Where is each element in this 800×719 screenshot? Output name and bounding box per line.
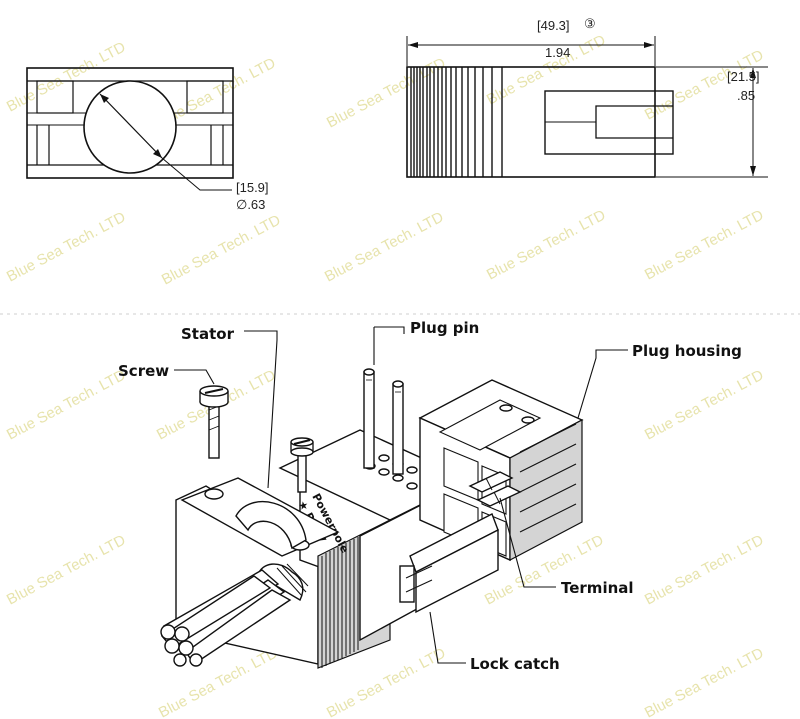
label-stator: Stator: [181, 325, 235, 343]
label-terminal: Terminal: [561, 579, 634, 597]
watermark-text: Blue Sea Tech. LTD: [4, 208, 129, 285]
diameter-value-text: ∅.63: [236, 197, 265, 212]
watermark-text: Blue Sea Tech. LTD: [642, 531, 767, 608]
stator-screw: [290, 437, 314, 493]
side-view: [49.3] ③ 1.94 [21.5] .85: [406, 16, 768, 178]
end-view: [15.9] ∅.63: [26, 67, 269, 212]
watermark-text: Blue Sea Tech. LTD: [642, 366, 767, 443]
label-leaders: [174, 326, 628, 664]
stator-clamp: [180, 477, 340, 557]
watermark-text: Blue Sea Tech. LTD: [322, 208, 447, 285]
plug-pins: [363, 368, 404, 475]
diameter-line: [99, 93, 163, 159]
side-view-outline: [406, 66, 656, 178]
watermark-text: Blue Sea Tech. LTD: [159, 211, 284, 288]
width-value-text: 1.94: [545, 45, 570, 60]
width-bracket-text: [49.3]: [537, 18, 570, 33]
label-screw: Screw: [118, 362, 169, 380]
assembly-illustration: Powerpole ★ RI@V: [118, 319, 742, 673]
watermark-text: Blue Sea Tech. LTD: [642, 46, 767, 123]
watermark-text: Blue Sea Tech. LTD: [484, 206, 609, 283]
bore-circle: [83, 80, 177, 174]
end-view-outline: [26, 67, 234, 179]
label-plug-pin: Plug pin: [410, 319, 479, 337]
side-view-fins: [410, 67, 503, 177]
label-plug-housing: Plug housing: [632, 342, 742, 360]
cable-bundle: [160, 563, 309, 667]
watermark-text: Blue Sea Tech. LTD: [4, 531, 129, 608]
loose-screw: [199, 385, 229, 459]
watermark-text: Blue Sea Tech. LTD: [642, 644, 767, 719]
height-value-text: .85: [737, 88, 755, 103]
lock-catch: [399, 513, 499, 614]
height-bracket-text: [21.5]: [727, 69, 760, 84]
watermark-text: Blue Sea Tech. LTD: [4, 366, 129, 443]
diameter-bracket-text: [15.9]: [236, 180, 269, 195]
label-lock-catch: Lock catch: [470, 655, 560, 673]
watermark-text: Blue Sea Tech. LTD: [156, 644, 281, 719]
terminals: [468, 471, 522, 507]
width-note-text: ③: [584, 16, 596, 31]
watermark-text: Blue Sea Tech. LTD: [642, 206, 767, 283]
